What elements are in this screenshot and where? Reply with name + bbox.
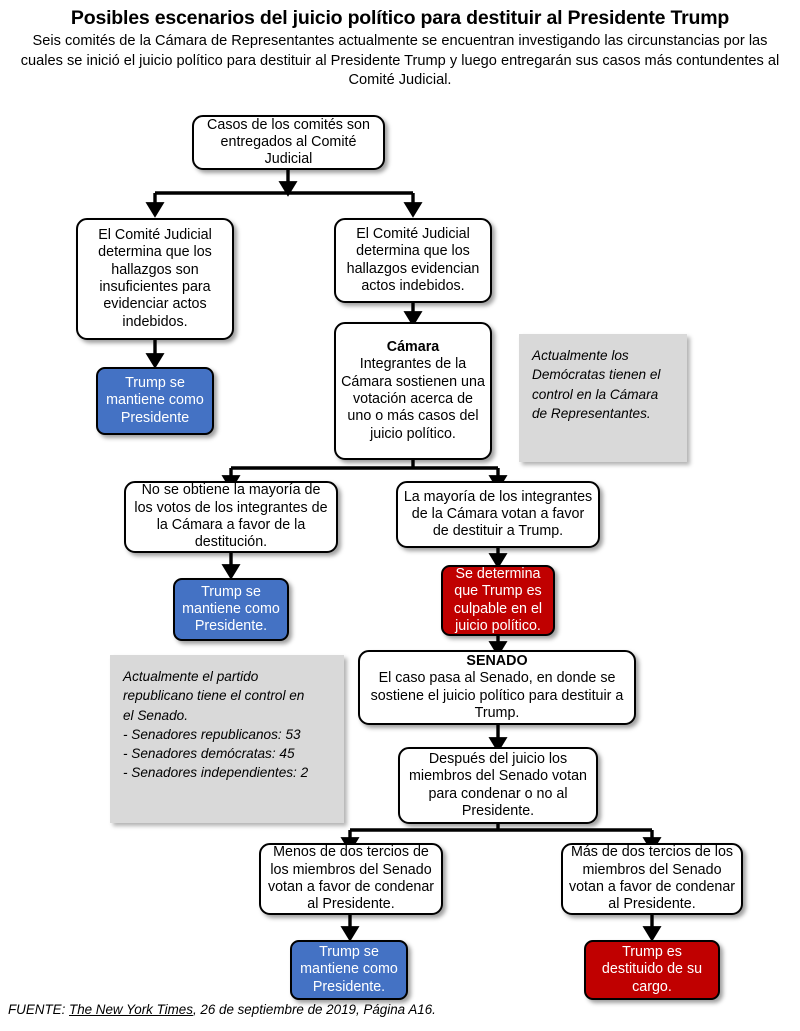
header-block: Posibles escenarios del juicio político … [0, 0, 800, 91]
node-judicial-insufficient[interactable]: El Comité Judicial determina que los hal… [76, 218, 234, 340]
note-senate-line-1: Actualmente el partido [123, 669, 259, 684]
node-camara[interactable]: Cámara Integrantes de la Cámara sostiene… [334, 322, 492, 460]
note-house-line-1: Actualmente los [532, 348, 629, 363]
note-house-line-4: de Representantes. [532, 405, 651, 421]
node-trump-removed-label: Trump es destituido de su cargo. [601, 944, 703, 995]
node-trump-stays-3[interactable]: Trump se mantiene como Presidente. [290, 940, 408, 1000]
note-senate-line-4: - Senadores republicanos: 53 [123, 726, 301, 742]
page-subtitle: Seis comités de la Cámara de Representan… [20, 33, 780, 89]
node-more-two-thirds[interactable]: Más de dos tercios de los miembros del S… [561, 843, 743, 915]
node-less-two-thirds-label: Menos de dos tercios de los miembros del… [267, 844, 435, 913]
note-senate-control: Actualmente el partido republicano tiene… [110, 655, 344, 823]
node-judicial-evidence-label: El Comité Judicial determina que los hal… [346, 225, 480, 294]
source-prefix: FUENTE: [8, 1002, 70, 1017]
node-no-majority[interactable]: No se obtiene la mayoría de los votos de… [124, 481, 338, 553]
node-senate-vote[interactable]: Después del juicio los miembros del Sena… [398, 747, 598, 824]
note-senate-line-6: - Senadores independientes: 2 [123, 765, 309, 781]
note-house-line-2: Demócratas tienen el [532, 367, 661, 383]
note-senate-line-3: el Senado. [123, 707, 189, 723]
node-more-two-thirds-label: Más de dos tercios de los miembros del S… [568, 844, 736, 913]
note-house-line-3: control en la Cámara [532, 386, 659, 402]
node-camara-header: Cámara [386, 339, 440, 356]
node-trump-stays-1-label: Trump se mantiene como Presidente [106, 375, 204, 426]
note-senate-line-5: - Senadores demócratas: 45 [123, 746, 295, 762]
source-suffix: , 26 de septiembre de 2019, Página A16. [192, 1002, 436, 1017]
node-trump-stays-2-label: Trump se mantiene como Presidente. [182, 583, 280, 635]
node-camara-body: Integrantes de la Cámara sostienen una v… [341, 356, 485, 442]
node-trump-stays-2[interactable]: Trump se mantiene como Presidente. [173, 578, 289, 641]
node-judicial-insufficient-label: El Comité Judicial determina que los hal… [98, 227, 212, 330]
note-house-control: Actualmente los Demócratas tienen el con… [519, 334, 687, 462]
node-majority-votes[interactable]: La mayoría de los integrantes de la Cáma… [396, 481, 600, 548]
node-majority-votes-label: La mayoría de los integrantes de la Cáma… [403, 488, 593, 540]
node-trump-guilty[interactable]: Se determina que Trump es culpable en el… [441, 565, 555, 636]
node-senado-body: El caso pasa al Senado, en donde se sost… [370, 670, 624, 721]
node-start-label: Casos de los comités son entregados al C… [207, 116, 370, 168]
node-trump-stays-3-label: Trump se mantiene como Presidente. [300, 944, 398, 995]
node-trump-removed[interactable]: Trump es destituido de su cargo. [584, 940, 720, 1000]
node-judicial-evidence[interactable]: El Comité Judicial determina que los hal… [334, 218, 492, 303]
node-start[interactable]: Casos de los comités son entregados al C… [192, 115, 385, 170]
note-senate-line-2: republicano tiene el control en [123, 688, 305, 704]
node-senado-header: SENADO [466, 652, 528, 669]
node-trump-guilty-label: Se determina que Trump es culpable en el… [453, 565, 543, 634]
source-note: FUENTE: The New York Times, 26 de septie… [8, 1002, 436, 1017]
source-publication: The New York Times [69, 1002, 193, 1017]
page-title: Posibles escenarios del juicio político … [70, 7, 730, 29]
node-trump-stays-1[interactable]: Trump se mantiene como Presidente [96, 367, 214, 435]
node-senate-vote-label: Después del juicio los miembros del Sena… [408, 750, 588, 819]
node-no-majority-label: No se obtiene la mayoría de los votos de… [134, 482, 328, 551]
node-senado[interactable]: SENADO El caso pasa al Senado, en donde … [358, 650, 636, 725]
node-less-two-thirds[interactable]: Menos de dos tercios de los miembros del… [259, 843, 443, 915]
